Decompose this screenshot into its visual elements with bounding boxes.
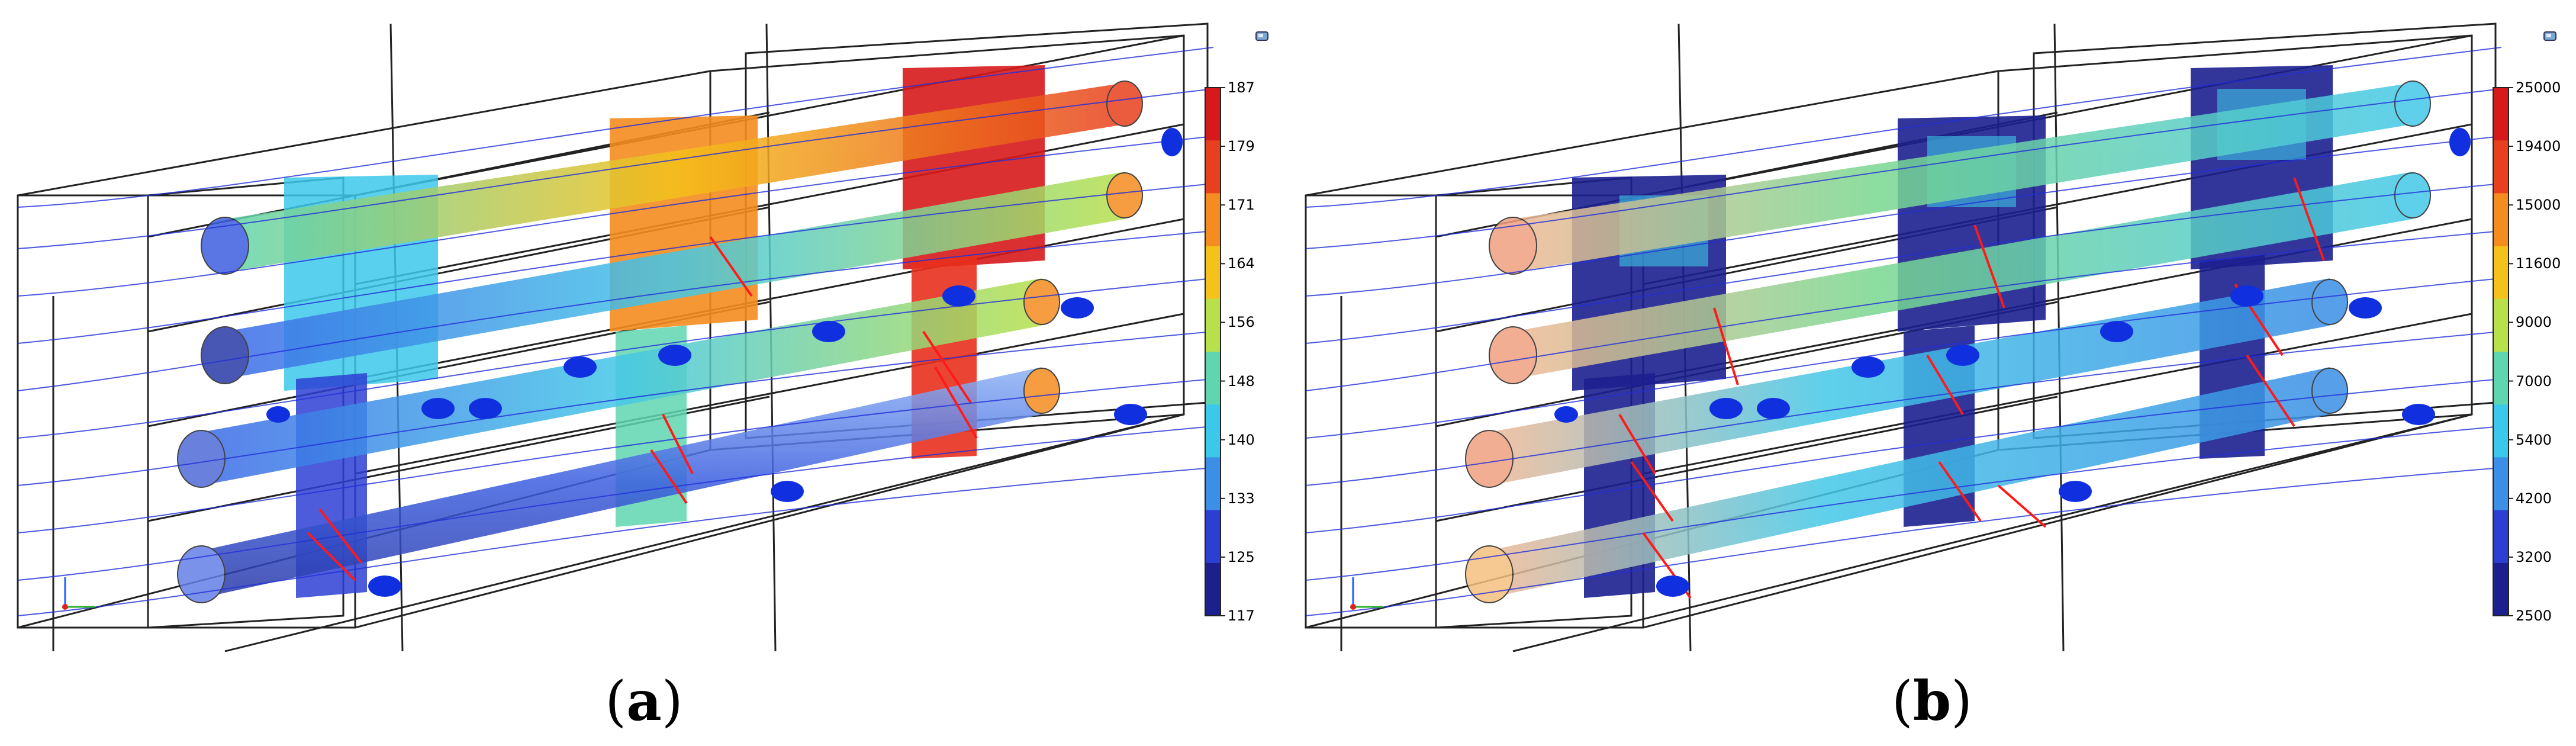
colorbar-tick-label: 9000 [2516, 314, 2552, 331]
colorbar-tick-label: 140 [1228, 431, 1255, 448]
colorbar-segment [2493, 140, 2509, 194]
colorbar-segment [2493, 246, 2509, 300]
colorbar-tick-label: 2500 [2516, 607, 2552, 624]
camera-view-icon[interactable] [1255, 30, 1270, 43]
simulation-view-b [1305, 22, 2513, 652]
panel-label-b: (b) [1891, 669, 1973, 733]
colorbar-frame [1205, 87, 1221, 616]
colorbar-tick-label: 5400 [2516, 431, 2552, 448]
colorbar-segment [1205, 457, 1221, 511]
colorbar-segment [1205, 298, 1221, 352]
colorbar-tick-label: 19400 [2516, 138, 2561, 155]
streamlines [17, 47, 1214, 616]
colorbar-segment [2493, 88, 2509, 141]
colorbar-segment [2493, 457, 2509, 511]
colorbar-tick-label: 133 [1228, 490, 1255, 507]
colorbar-segment [2493, 404, 2509, 458]
colorbar-tick-label: 7000 [2516, 372, 2552, 390]
panel-a: 187 179 171 164 156 148 140 133 125 117 (a) [17, 22, 1270, 733]
colorbar-segment [1205, 510, 1221, 564]
colorbar-b [2493, 87, 2513, 616]
camera-view-icon[interactable] [2543, 30, 2558, 43]
colorbar-tick-label: 117 [1228, 607, 1255, 624]
colorbar-tick-label: 187 [1228, 79, 1255, 96]
flow-markers [1554, 128, 2471, 597]
axis-triad [62, 577, 95, 610]
colorbar-segment [1205, 404, 1221, 458]
colorbar-segment [1205, 88, 1221, 141]
colorbar-segment [1205, 562, 1221, 616]
colorbar-segment [1205, 352, 1221, 405]
colorbar-tick-label: 164 [1228, 255, 1255, 272]
panel-b: 25000 19400 15000 11600 9000 7000 5400 4200 3200… [1288, 0, 2576, 746]
colorbar-tick-label: 156 [1228, 314, 1255, 331]
velocity-arrows [307, 236, 978, 581]
colorbar-tick-label: 25000 [2516, 79, 2561, 96]
colorbar-tick-label: 3200 [2516, 548, 2552, 565]
colorbar-tick-label: 171 [1228, 197, 1255, 214]
colorbar-segment [2493, 298, 2509, 352]
wireframe-boxes [17, 22, 1209, 652]
flow-markers [266, 128, 1183, 597]
colorbar-segment [2493, 352, 2509, 405]
colorbar-a [1205, 87, 1225, 616]
colorbar-segment [1205, 140, 1221, 194]
colorbar-tick-label: 11600 [2516, 255, 2561, 272]
colorbar-segment [1205, 246, 1221, 300]
axis-triad [1350, 577, 1383, 610]
panel-label-a: (a) [605, 669, 683, 733]
colorbar-segment [1205, 193, 1221, 247]
colorbar-tick-label: 179 [1228, 138, 1255, 155]
simulation-view-a [17, 22, 1225, 652]
colorbar-segment [2493, 193, 2509, 247]
colorbar-tick-label: 15000 [2516, 197, 2561, 214]
colorbar-tick-label: 125 [1228, 548, 1255, 565]
streamlines [1305, 47, 2502, 616]
colorbar-tick-label: 148 [1228, 372, 1255, 390]
colorbar-frame [2493, 87, 2509, 616]
colorbar-segment [2493, 562, 2509, 616]
colorbar-tick-label: 4200 [2516, 490, 2552, 507]
colorbar-segment [2493, 510, 2509, 564]
